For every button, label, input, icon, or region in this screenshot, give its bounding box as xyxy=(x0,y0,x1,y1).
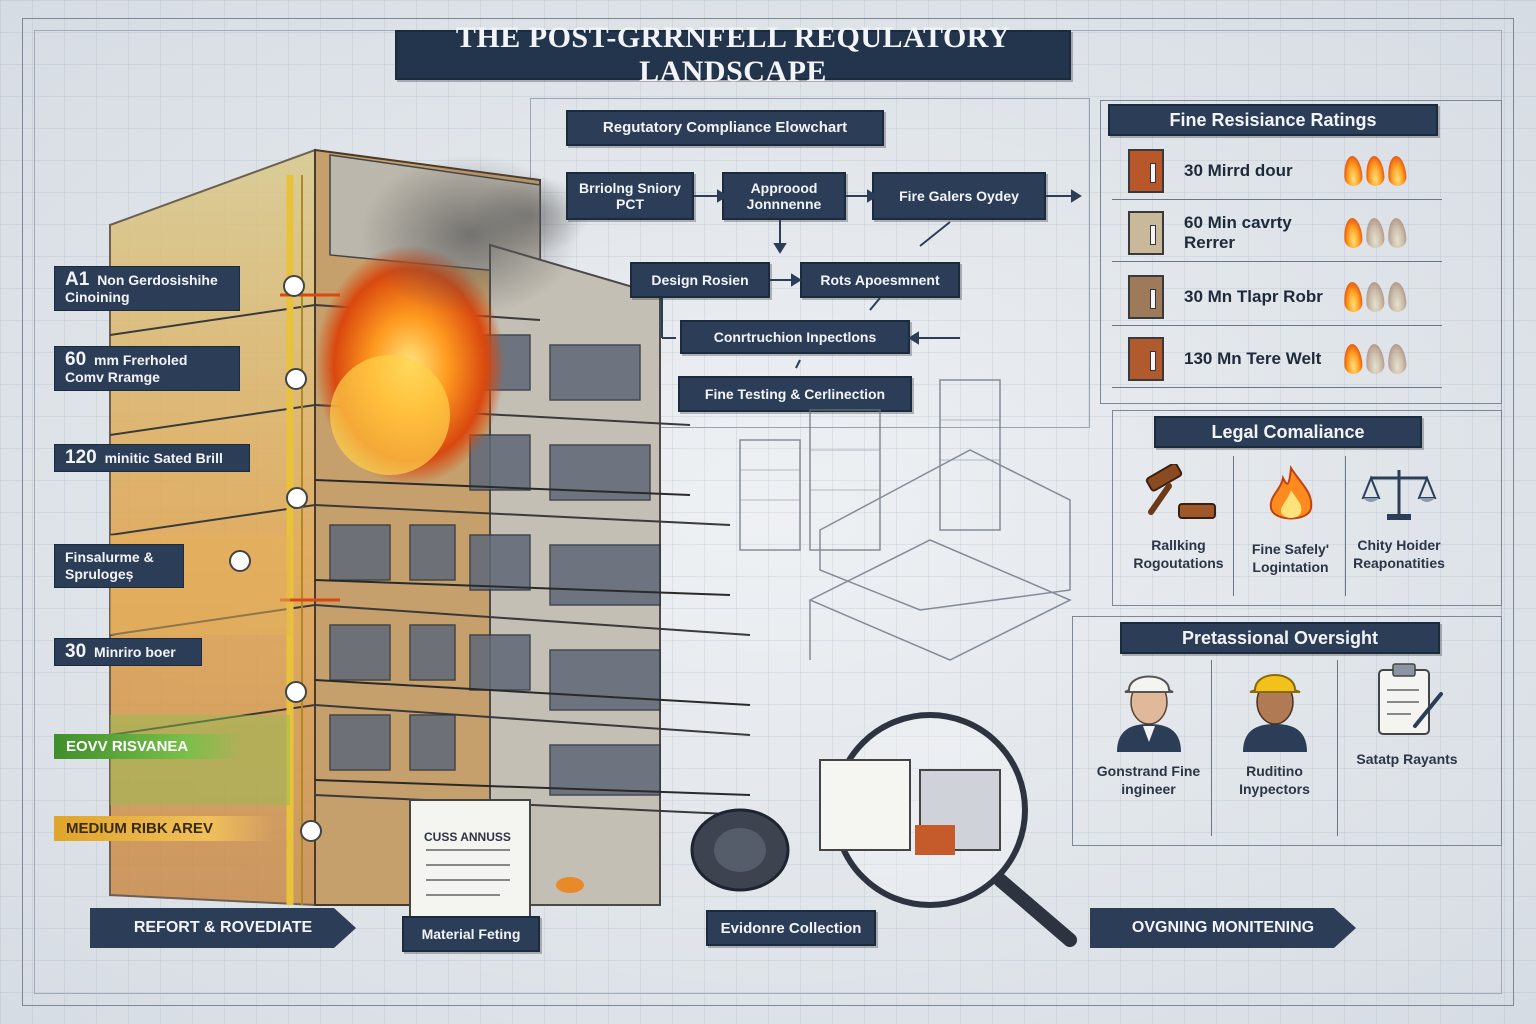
flow-node-risk-assessment[interactable]: Rots Apoesmnent xyxy=(800,262,960,298)
connector-dot xyxy=(285,368,307,390)
flame-icon xyxy=(1386,280,1408,313)
ratings-header: Fine Resisiance Ratings xyxy=(1108,104,1438,136)
legal-card-label: Chity Hoider Reaponatities xyxy=(1353,537,1445,571)
side-label-text: mm Frerholed Comv Rramge xyxy=(65,352,188,385)
rating-row: 60 Min cavrty Rerrer xyxy=(1112,204,1442,262)
flame-icon xyxy=(1342,154,1364,187)
side-label-sealed-wall: 120 minitic Sated Brill xyxy=(54,444,250,472)
rating-row: 30 Mirrd dour xyxy=(1112,142,1442,200)
flow-node-approved[interactable]: Approood Jonnnenne xyxy=(722,172,846,220)
flow-node-construction-inspections[interactable]: Conrtruchion Inpectlons xyxy=(680,320,910,354)
oversight-card: Satatp Rayants xyxy=(1344,660,1470,836)
flowchart-header: Regutatory Compliance Elowchart xyxy=(566,110,884,146)
document-label: CUSS ANNUSS xyxy=(424,830,511,844)
oversight-card-label: Satatp Rayants xyxy=(1356,751,1458,767)
connector-dot xyxy=(286,487,308,509)
rating-row: 30 Mn Tlapr Robr xyxy=(1112,268,1442,326)
flame-icon xyxy=(1386,154,1408,187)
rating-label: 30 Mirrd dour xyxy=(1184,160,1293,180)
connector-dot xyxy=(283,275,305,297)
building-illustration xyxy=(109,148,751,907)
door-icon xyxy=(1128,336,1164,381)
side-label-text: Non Gerdosishihe Cinoining xyxy=(65,272,218,305)
gavel-icon xyxy=(1124,462,1233,528)
oversight-card-label: Gonstrand Fine ingineer xyxy=(1096,763,1201,797)
side-label-text: Minriro boer xyxy=(94,644,176,660)
city-sketch xyxy=(739,379,1072,661)
side-label-cavity-barrier: 60 mm Frerholed Comv Rramge xyxy=(54,346,240,391)
connector-dot xyxy=(229,550,251,572)
legal-header: Legal Comaliance xyxy=(1154,416,1422,448)
ratings-frame xyxy=(1100,100,1502,404)
side-label-prefix: 120 xyxy=(65,447,97,468)
medium-risk-area-label: MEDIUM RIBK AREV xyxy=(54,816,274,841)
flame-icon xyxy=(1342,342,1364,375)
side-label-cladding: A1 Non Gerdosishihe Cinoining xyxy=(54,266,240,311)
flame-icon xyxy=(1364,216,1386,249)
flame-rating xyxy=(1342,280,1408,313)
legal-card-label: Rallking Rogoutations xyxy=(1133,537,1224,571)
oversight-card: Ruditino Inypectors xyxy=(1212,660,1338,836)
legal-card: Rallking Rogoutations xyxy=(1124,456,1234,596)
legal-card: Fine Safely' Logintation xyxy=(1236,456,1346,596)
report-remediate-arrow[interactable]: REFORT & ROVEDIATE xyxy=(90,908,356,948)
engineer-icon xyxy=(1086,660,1211,756)
side-label-prefix: A1 xyxy=(65,269,90,290)
side-label-text: Finsalurme & Sprulogeș xyxy=(65,549,154,582)
oversight-card: Gonstrand Fine ingineer xyxy=(1086,660,1212,836)
flame-icon xyxy=(1364,154,1386,187)
side-label-sprinklers: Finsalurme & Sprulogeș xyxy=(54,544,184,588)
rating-label: 60 Min cavrty Rerrer xyxy=(1184,212,1292,252)
flame-rating xyxy=(1342,342,1408,375)
flow-node-fire-testing[interactable]: Fine Testing & Cerlinection xyxy=(678,376,912,412)
evidence-collection-label: Evidonre Collection xyxy=(706,910,876,946)
outer-frame xyxy=(22,18,1514,1006)
clipboard-icon xyxy=(1344,660,1470,744)
flame-icon xyxy=(1342,216,1364,249)
oversight-card-label: Ruditino Inypectors xyxy=(1239,763,1310,797)
material-testing-label: Material Feting xyxy=(402,916,540,952)
flame-icon xyxy=(1236,464,1345,532)
page-title: THE POST-GRRNFELL REQULATORY LANDSCAPE xyxy=(395,21,1071,88)
side-label-door: 30 Minriro boer xyxy=(54,638,202,666)
low-risk-area-label: EOVV RISVANEA xyxy=(54,734,244,759)
side-label-prefix: 60 xyxy=(65,349,87,370)
side-label-prefix: 30 xyxy=(65,641,87,662)
connector-dot xyxy=(300,820,322,842)
legal-card-label: Fine Safely' Logintation xyxy=(1251,541,1330,575)
rating-label: 30 Mn Tlapr Robr xyxy=(1184,286,1323,306)
ongoing-monitoring-arrow[interactable]: OVGNING MONITENING xyxy=(1090,908,1356,948)
flow-node-fire-gates[interactable]: Fire Galers Oydey xyxy=(872,172,1046,220)
door-icon xyxy=(1128,210,1164,255)
rating-label: 130 Mn Tere Welt xyxy=(1184,348,1322,368)
door-icon xyxy=(1128,274,1164,319)
oversight-header: Pretassional Oversight xyxy=(1120,622,1440,654)
inspector-icon xyxy=(1212,660,1337,756)
flow-node-building-safety[interactable]: Brriolng Sniory PCT xyxy=(566,172,694,220)
connector-dot xyxy=(285,681,307,703)
flame-icon xyxy=(1386,342,1408,375)
flame-rating xyxy=(1342,216,1408,249)
legal-frame xyxy=(1112,410,1502,606)
scales-icon xyxy=(1344,464,1454,528)
rating-row: 130 Mn Tere Welt xyxy=(1112,330,1442,388)
door-icon xyxy=(1128,148,1164,193)
flame-icon xyxy=(1342,280,1364,313)
flame-icon xyxy=(1364,280,1386,313)
oversight-frame xyxy=(1072,616,1502,846)
flame-icon xyxy=(1364,342,1386,375)
flame-icon xyxy=(1386,216,1408,249)
flame-rating xyxy=(1342,154,1408,187)
side-label-text: minitic Sated Brill xyxy=(104,450,223,466)
magnifier-illustration xyxy=(409,712,1077,947)
flow-node-design-review[interactable]: Design Rosien xyxy=(630,262,770,298)
legal-card: Chity Hoider Reaponatities xyxy=(1344,456,1454,596)
